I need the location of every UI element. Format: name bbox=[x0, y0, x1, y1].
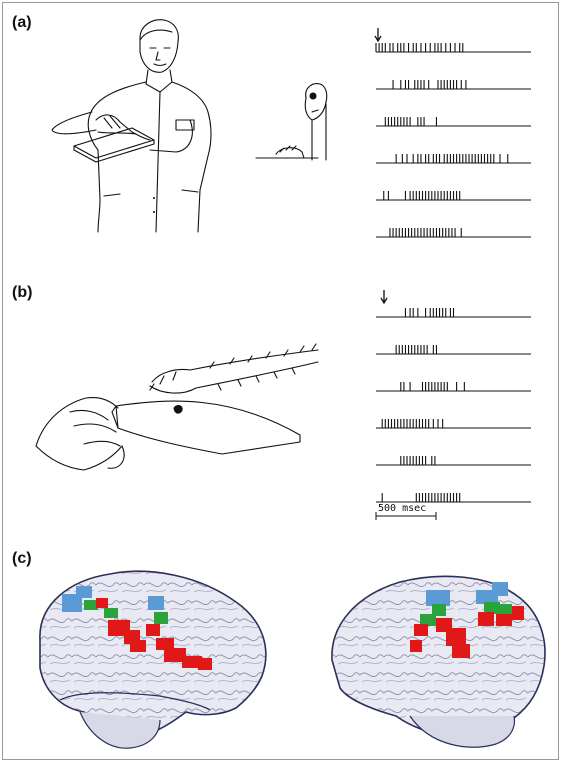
stimulus-arrow-icon bbox=[375, 28, 381, 41]
raster-panel-a bbox=[375, 28, 531, 237]
raster-panel-b bbox=[376, 290, 531, 502]
monkey-drawing bbox=[256, 84, 327, 160]
grasp-drawing bbox=[36, 344, 318, 470]
scale-bar-label: 500 msec bbox=[378, 503, 426, 514]
experimenter-drawing bbox=[52, 20, 211, 232]
brain-left bbox=[40, 571, 266, 748]
stimulus-arrow-icon bbox=[381, 290, 387, 303]
brain-right bbox=[332, 576, 545, 747]
